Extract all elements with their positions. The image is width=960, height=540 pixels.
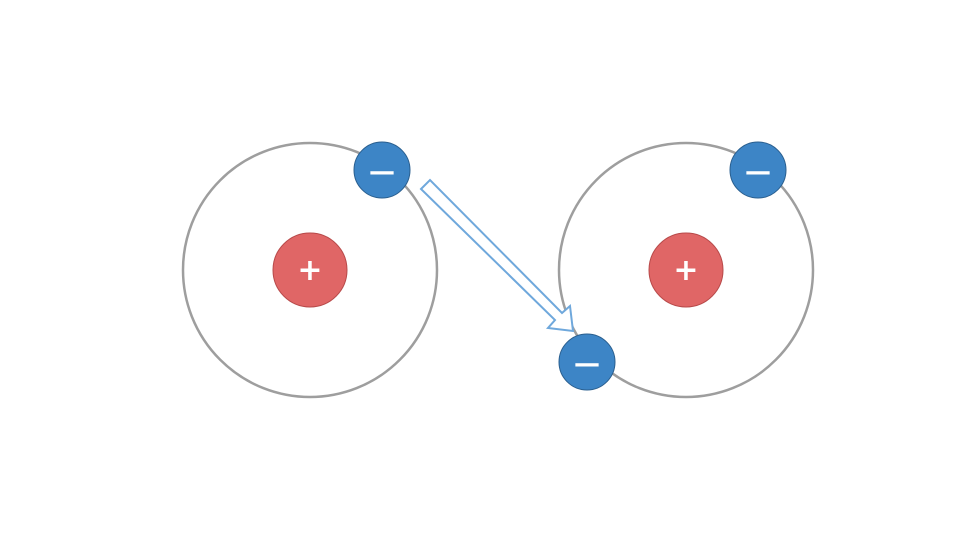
atom-right-nucleus-symbol: + [673, 253, 698, 288]
atom-left-electron: — [353, 141, 411, 199]
atom-left-electron-symbol: — [369, 157, 395, 187]
atom-right-electron-top: — [729, 141, 787, 199]
atom-left-nucleus-circle [272, 232, 348, 308]
atom-right-nucleus-circle [648, 232, 724, 308]
atom-left-electron-circle [353, 141, 411, 199]
atom-left: + — [181, 141, 439, 399]
atom-right-nucleus: + [648, 232, 724, 308]
atom-left-orbit [181, 141, 439, 399]
atom-right: + — — [557, 141, 815, 399]
atom-left-nucleus-symbol: + [297, 253, 322, 288]
atom-right-electron-transferred-symbol: — [574, 349, 600, 379]
electron-transfer-arrow [419, 178, 575, 333]
atom-right-electron-top-circle [729, 141, 787, 199]
atom-left-nucleus: + [272, 232, 348, 308]
atom-right-electron-transferred: — [558, 333, 616, 391]
atom-right-electron-transferred-circle [558, 333, 616, 391]
atom-right-orbit [557, 141, 815, 399]
atom-right-electron-top-symbol: — [745, 157, 771, 187]
